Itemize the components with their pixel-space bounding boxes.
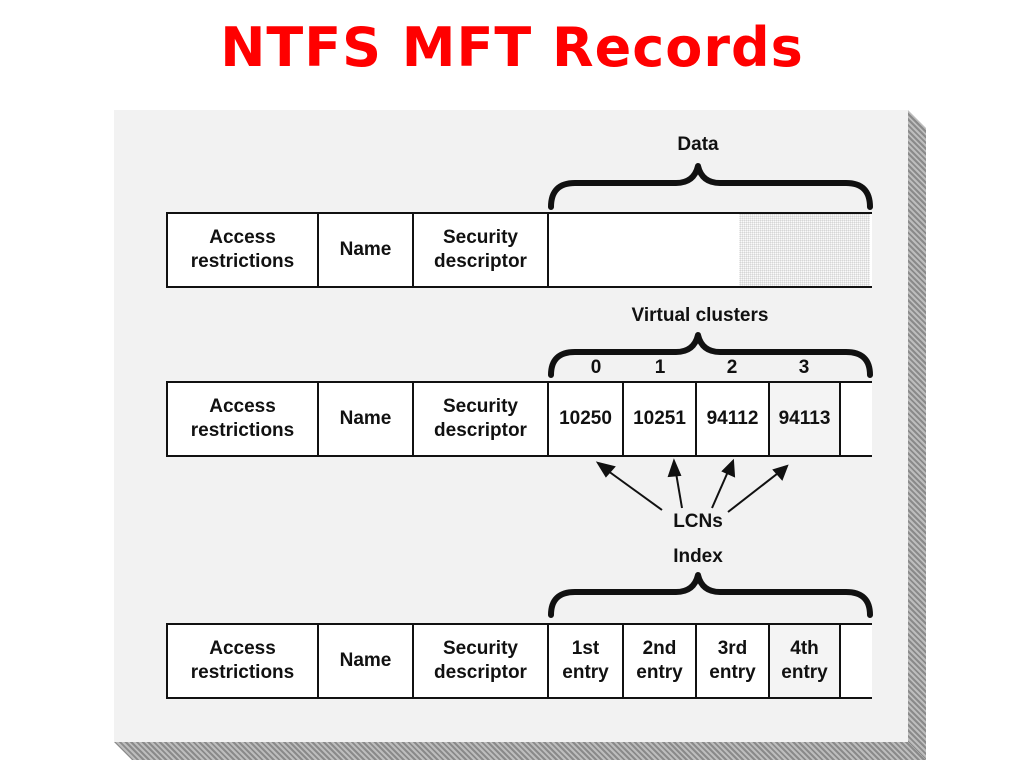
lcn-arrow-3 <box>727 469 783 513</box>
index-entry-text: 3rd entry <box>709 638 756 683</box>
lcn-cell: 94112 <box>697 383 770 455</box>
data-label: Data <box>677 134 719 155</box>
security-descriptor-text: Security descriptor <box>434 396 527 441</box>
access-restrictions-text: Access restrictions <box>190 227 295 272</box>
page-title: NTFS MFT Records <box>220 16 804 79</box>
panel-shadow-right <box>908 110 926 760</box>
name-text: Name <box>339 408 392 430</box>
security-descriptor-text: Security descriptor <box>434 227 527 272</box>
data-area-shade <box>739 214 870 286</box>
lcns-label: LCNs <box>673 511 723 532</box>
lcn-cell: 94113 <box>770 383 841 455</box>
index-entry-cell: 3rd entry <box>697 625 770 697</box>
lcn-cell: 10251 <box>624 383 697 455</box>
lcn-arrowhead-3 <box>772 464 789 481</box>
name-field: Name <box>319 383 414 455</box>
vcn-label: 2 <box>726 357 738 378</box>
index-entry-text: 2nd entry <box>636 638 683 683</box>
lcn-cell: 10250 <box>549 383 624 455</box>
lcn-arrowhead-2 <box>721 458 736 478</box>
virtual-clusters-label: Virtual clusters <box>631 305 769 326</box>
access-restrictions-field: Access restrictions <box>168 625 319 697</box>
index-brace <box>548 572 873 618</box>
virtual-clusters-brace <box>548 332 873 378</box>
index-entry-text: 1st entry <box>562 638 609 683</box>
security-descriptor-text: Security descriptor <box>434 638 527 683</box>
index-label: Index <box>673 546 723 567</box>
lcn-arrow-0 <box>603 467 663 511</box>
lcn-value: 94112 <box>706 408 759 430</box>
lcn-value: 10251 <box>633 408 686 430</box>
lcn-arrowhead-0 <box>595 461 616 478</box>
access-restrictions-text: Access restrictions <box>190 396 295 441</box>
index-entry-cell: 4th entry <box>770 625 841 697</box>
data-brace <box>548 163 873 210</box>
index-entry-text: 4th entry <box>781 638 828 683</box>
lcn-arrowhead-1 <box>667 458 682 478</box>
security-descriptor-field: Security descriptor <box>414 214 549 286</box>
vcn-label: 0 <box>590 357 602 378</box>
name-text: Name <box>339 239 392 261</box>
access-restrictions-field: Access restrictions <box>168 383 319 455</box>
security-descriptor-field: Security descriptor <box>414 383 549 455</box>
vcn-label: 3 <box>798 357 810 378</box>
lcn-value: 10250 <box>559 408 612 430</box>
security-descriptor-field: Security descriptor <box>414 625 549 697</box>
mft-record-index: Access restrictions Name Security descri… <box>166 623 872 699</box>
lcn-value: 94113 <box>778 408 831 430</box>
vcn-label: 1 <box>654 357 666 378</box>
index-entry-cell: 2nd entry <box>624 625 697 697</box>
name-field: Name <box>319 214 414 286</box>
mft-record-data: Access restrictions Name Security descri… <box>166 212 872 288</box>
panel-shadow-bottom <box>114 742 926 760</box>
name-text: Name <box>339 650 392 672</box>
mft-record-virtual-clusters: Access restrictions Name Security descri… <box>166 381 872 457</box>
name-field: Name <box>319 625 414 697</box>
index-entry-cell: 1st entry <box>549 625 624 697</box>
access-restrictions-text: Access restrictions <box>190 638 295 683</box>
access-restrictions-field: Access restrictions <box>168 214 319 286</box>
